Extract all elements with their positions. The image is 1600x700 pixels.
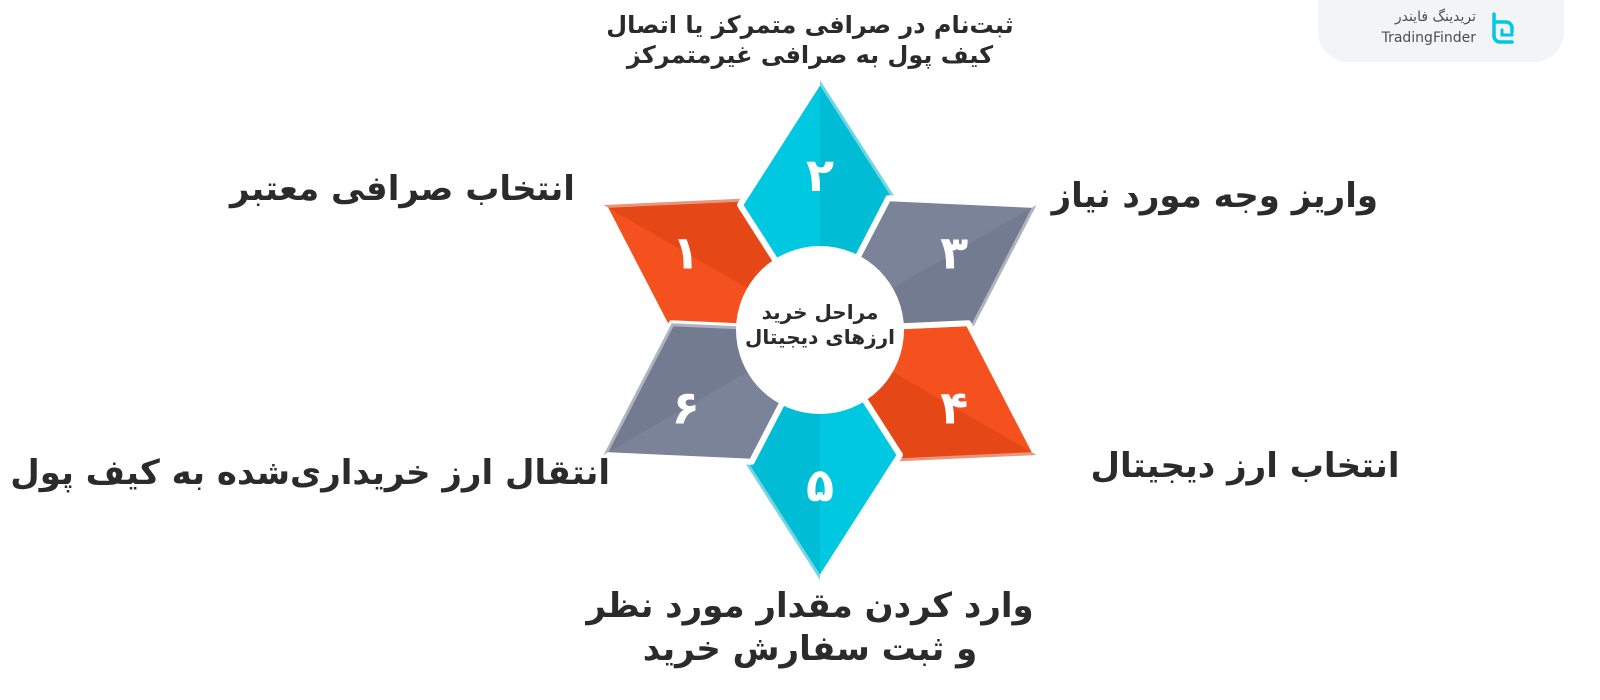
brand-name-fa: تریدینگ فایندر <box>1394 9 1476 25</box>
step-3-label: واریز وجه مورد نیاز <box>1051 176 1378 216</box>
petal-6-number: ۶ <box>672 381 700 435</box>
step-4-label: انتخاب ارز دیجیتال <box>1090 446 1400 486</box>
center-circle <box>736 246 904 414</box>
step-2-label: ثبت‌نام در صرافی متمرکز یا اتصال کیف پول… <box>606 11 1014 69</box>
step-1-label: انتخاب صرافی معتبر <box>230 169 575 209</box>
tradingfinder-logo-icon <box>1492 12 1514 44</box>
petal-4-number: ۴ <box>940 381 968 435</box>
petal-2-number: ۲ <box>806 148 834 202</box>
step-6-label: انتقال ارز خریداری‌شده به کیف پول <box>10 453 610 493</box>
petal-5-number: ۵ <box>806 458 834 512</box>
brand-badge: تریدینگ فایندر TradingFinder <box>1318 0 1564 62</box>
petal-3-number: ۳ <box>940 226 968 280</box>
step-5-label: وارد کردن مقدار مورد نظر و ثبت سفارش خری… <box>586 586 1034 669</box>
petal-1-number: ۱ <box>672 226 700 280</box>
center-title: مراحل خرید ارزهای دیجیتال <box>745 300 895 349</box>
brand-name-en: TradingFinder <box>1381 30 1476 46</box>
